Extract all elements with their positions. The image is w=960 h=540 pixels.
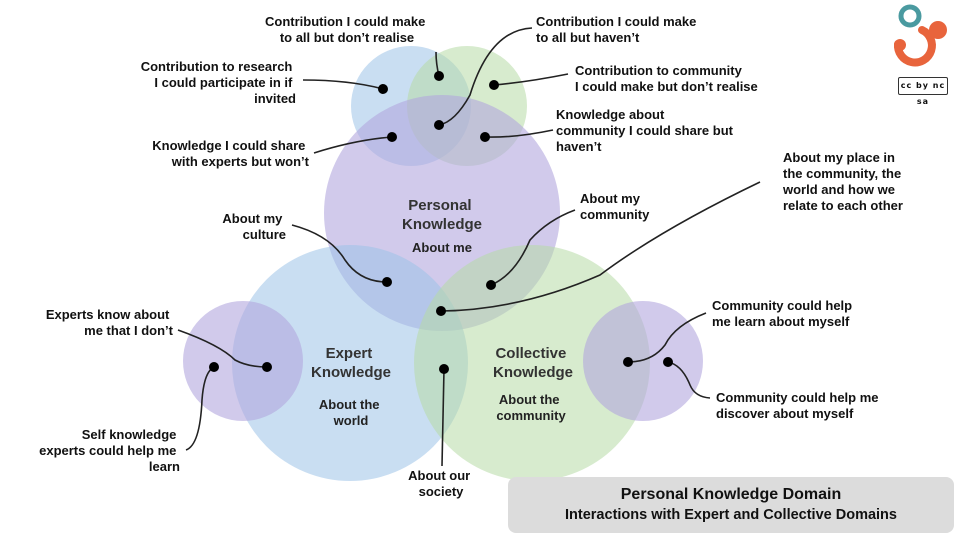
dot-self-knowledge-experts bbox=[209, 362, 219, 372]
label-contrib-all-dont-realise: Contribution I could make to all but don… bbox=[265, 14, 429, 45]
collective-knowledge-subtitle: About the community bbox=[496, 392, 566, 423]
label-about-my-culture: About my culture bbox=[222, 211, 286, 242]
diagram-title-box: Personal Knowledge Domain Interactions w… bbox=[508, 477, 954, 533]
dot-contrib-community bbox=[489, 80, 499, 90]
venn-circles bbox=[183, 46, 703, 481]
logo-teal-ring bbox=[898, 4, 922, 28]
dot-knowledge-experts-wont bbox=[387, 132, 397, 142]
cc-license-badge: cc by nc sa bbox=[898, 77, 948, 106]
personal-knowledge-subtitle: About me bbox=[412, 240, 472, 255]
connector-about-my-culture bbox=[291, 224, 388, 283]
connector-knowledge-community-havent bbox=[484, 129, 554, 138]
circle-labels: Personal Knowledge About me Expert Knowl… bbox=[311, 197, 573, 428]
collective-knowledge-title: Collective Knowledge bbox=[493, 345, 573, 381]
connector-experts-know-me bbox=[177, 329, 268, 368]
circle-expert-knowledge bbox=[232, 245, 468, 481]
circle-small-right-purple bbox=[583, 301, 703, 421]
connector-knowledge-experts-wont bbox=[313, 136, 393, 154]
expert-knowledge-title: Expert Knowledge bbox=[311, 345, 391, 381]
connector-community-discover-myself bbox=[667, 361, 711, 399]
label-self-knowledge-experts: Self knowledge experts could help me lea… bbox=[39, 427, 180, 474]
label-community-discover-myself: Community could help me discover about m… bbox=[716, 390, 882, 421]
label-knowledge-community-havent: Knowledge about community I could share … bbox=[556, 107, 737, 154]
label-contrib-community: Contribution to community I could make b… bbox=[575, 63, 758, 94]
label-community-learn-myself: Community could help me learn about myse… bbox=[712, 298, 856, 329]
dot-community-discover-myself bbox=[663, 357, 673, 367]
logo-orange-dot-right bbox=[929, 21, 947, 39]
label-contrib-all-havent: Contribution I could make to all but hav… bbox=[536, 14, 700, 45]
dot-contrib-all-havent bbox=[434, 120, 444, 130]
logo-orange-dot-left bbox=[894, 39, 906, 51]
circle-collective-knowledge bbox=[414, 245, 650, 481]
circle-small-left-purple bbox=[183, 301, 303, 421]
label-about-our-society: About our society bbox=[408, 468, 474, 499]
annotation-labels: Contribution I could make to all but don… bbox=[39, 14, 905, 499]
connector-contrib-research bbox=[302, 79, 384, 90]
dot-about-our-society bbox=[439, 364, 449, 374]
dot-about-my-community bbox=[486, 280, 496, 290]
connector-contrib-all-havent bbox=[438, 27, 533, 126]
personal-knowledge-title: Personal Knowledge bbox=[402, 197, 482, 233]
connector-about-our-society bbox=[441, 368, 445, 467]
dot-knowledge-community-havent bbox=[480, 132, 490, 142]
label-knowledge-experts-wont: Knowledge I could share with experts but… bbox=[152, 138, 309, 169]
diagram-title: Personal Knowledge Domain bbox=[620, 486, 842, 503]
dot-experts-know-me bbox=[262, 362, 272, 372]
brand-logo-icon bbox=[893, 4, 947, 67]
dot-community-learn-myself bbox=[623, 357, 633, 367]
dot-about-my-culture bbox=[382, 277, 392, 287]
label-contrib-research: Contribution to research I could partici… bbox=[141, 59, 296, 106]
logo-orange-arc bbox=[893, 26, 936, 67]
dot-place-in-community bbox=[436, 306, 446, 316]
connector-self-knowledge-experts bbox=[185, 366, 215, 451]
connector-community-learn-myself bbox=[627, 312, 707, 363]
connector-about-my-community bbox=[490, 209, 576, 286]
label-place-in-community: About my place in the community, the wor… bbox=[782, 150, 905, 213]
label-experts-know-me: Experts know about me that I don’t bbox=[46, 307, 174, 338]
dot-contrib-research bbox=[378, 84, 388, 94]
connector-place-in-community bbox=[440, 181, 761, 312]
connector-contrib-community bbox=[493, 73, 569, 86]
dot-contrib-all-dont-realise bbox=[434, 71, 444, 81]
diagram-subtitle: Interactions with Expert and Collective … bbox=[565, 507, 897, 523]
expert-knowledge-subtitle: About the world bbox=[319, 397, 383, 428]
label-about-my-community: About my community bbox=[580, 191, 650, 222]
connector-dots bbox=[209, 71, 673, 374]
